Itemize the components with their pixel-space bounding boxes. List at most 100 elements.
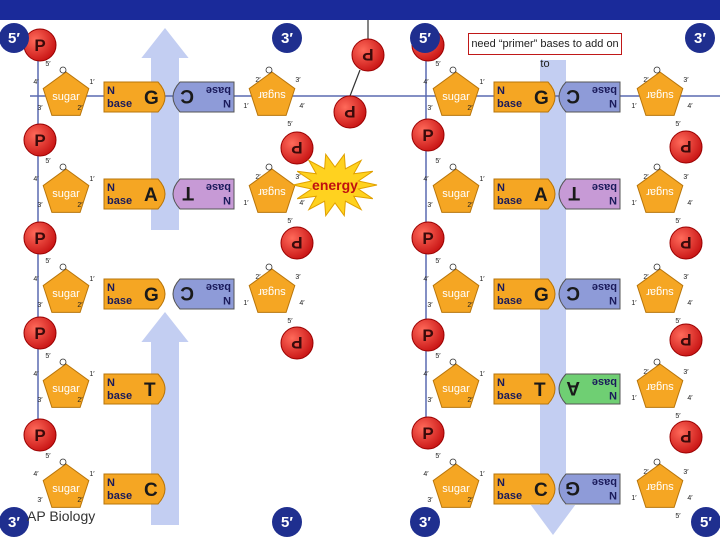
base-n-label: N xyxy=(223,294,231,306)
base-shape xyxy=(493,373,556,405)
phosphate-label: P xyxy=(34,324,45,343)
strand-badge-circle xyxy=(410,507,440,537)
sugar-label: sugar xyxy=(442,188,470,200)
base-shape xyxy=(558,178,621,210)
base-word-label: base xyxy=(107,98,132,110)
prime-label: 2′ xyxy=(467,202,473,209)
oxygen-dot xyxy=(449,66,457,74)
sugar-pentagon xyxy=(248,268,296,313)
prime-label: 1′ xyxy=(89,371,95,378)
prime-label: 3′ xyxy=(37,497,43,504)
base-shape xyxy=(103,373,166,405)
base-letter: G xyxy=(534,285,549,306)
prime-label: 1′ xyxy=(479,471,485,478)
sugar-pentagon xyxy=(42,168,90,213)
sugar-pentagon xyxy=(432,71,480,116)
base-shape xyxy=(493,278,556,310)
phosphate-circle xyxy=(280,226,314,260)
prime-label: 4′ xyxy=(33,276,39,283)
prime-label: 2′ xyxy=(77,397,83,404)
badge-mid-bottom-5prime: 5′ xyxy=(272,507,302,537)
badge-left-top-5prime: 5′ xyxy=(0,23,29,53)
prime-label: 3′ xyxy=(427,105,433,112)
phosphate-circle xyxy=(411,221,445,255)
prime-label: 3′ xyxy=(37,105,43,112)
phosphate-label: P xyxy=(34,426,45,445)
prime-label: 5′ xyxy=(675,121,681,128)
prime-label: 2′ xyxy=(255,274,261,281)
base-letter: T xyxy=(568,182,580,203)
sugar-label: sugar xyxy=(646,186,674,198)
phosphate-new-1: P xyxy=(333,95,367,129)
base-shape xyxy=(172,278,235,310)
base-n-label: N xyxy=(609,194,617,206)
base-word-label: base xyxy=(107,295,132,307)
base-letter: C xyxy=(180,85,194,106)
sugar-label: sugar xyxy=(52,91,80,103)
phosphate-right-2: P xyxy=(411,318,445,352)
phosphate-left-top: P xyxy=(23,28,57,62)
base-word-label: base xyxy=(592,281,617,293)
base-word-label: base xyxy=(107,390,132,402)
base-letter: A xyxy=(534,185,548,206)
base-word-label: base xyxy=(206,84,231,96)
strand-badge-label: 5′ xyxy=(419,30,431,47)
base-n-label: N xyxy=(609,389,617,401)
base-word-label: base xyxy=(497,295,522,307)
footer-label: AP Biology xyxy=(27,508,96,524)
strand-badge-label: 3′ xyxy=(419,514,431,531)
sugar-pentagon xyxy=(42,463,90,508)
oxygen-dot xyxy=(59,163,67,171)
badge-left-bottom-3prime: 3′ xyxy=(0,507,29,537)
base-word-label: base xyxy=(592,84,617,96)
oxygen-dot xyxy=(653,263,661,271)
prime-label: 2′ xyxy=(643,369,649,376)
base-word-label: base xyxy=(497,98,522,110)
prime-label: 3′ xyxy=(37,302,43,309)
phosphate-label: P xyxy=(34,36,45,55)
prime-label: 1′ xyxy=(89,79,95,86)
phosphate-label: P xyxy=(680,427,691,446)
base-letter: G xyxy=(565,477,580,498)
phosphate-left-1: P xyxy=(23,221,57,255)
prime-label: 5′ xyxy=(435,61,441,68)
sugar-label: sugar xyxy=(52,188,80,200)
phosphate-label: P xyxy=(344,102,355,121)
sugar-label: sugar xyxy=(52,383,80,395)
phosphate-right-0: P xyxy=(411,118,445,152)
phosphate-label: P xyxy=(34,131,45,150)
base-shape xyxy=(493,178,556,210)
prime-label: 5′ xyxy=(435,158,441,165)
prime-label: 3′ xyxy=(427,497,433,504)
phosphate-label: P xyxy=(291,138,302,157)
base-n-label: N xyxy=(223,97,231,109)
phosphate-circle xyxy=(23,418,57,452)
prime-label: 3′ xyxy=(683,469,689,476)
phosphate-label: P xyxy=(291,233,302,252)
phosphate-circle xyxy=(411,118,445,152)
prime-label: 5′ xyxy=(675,218,681,225)
prime-label: 5′ xyxy=(287,121,293,128)
prime-label: 1′ xyxy=(243,103,249,110)
base-letter: G xyxy=(144,285,159,306)
prime-label: 5′ xyxy=(675,318,681,325)
prime-label: 5′ xyxy=(675,413,681,420)
phosphate-new-3: P xyxy=(280,226,314,260)
prime-label: 4′ xyxy=(687,200,693,207)
prime-label: 5′ xyxy=(675,513,681,520)
